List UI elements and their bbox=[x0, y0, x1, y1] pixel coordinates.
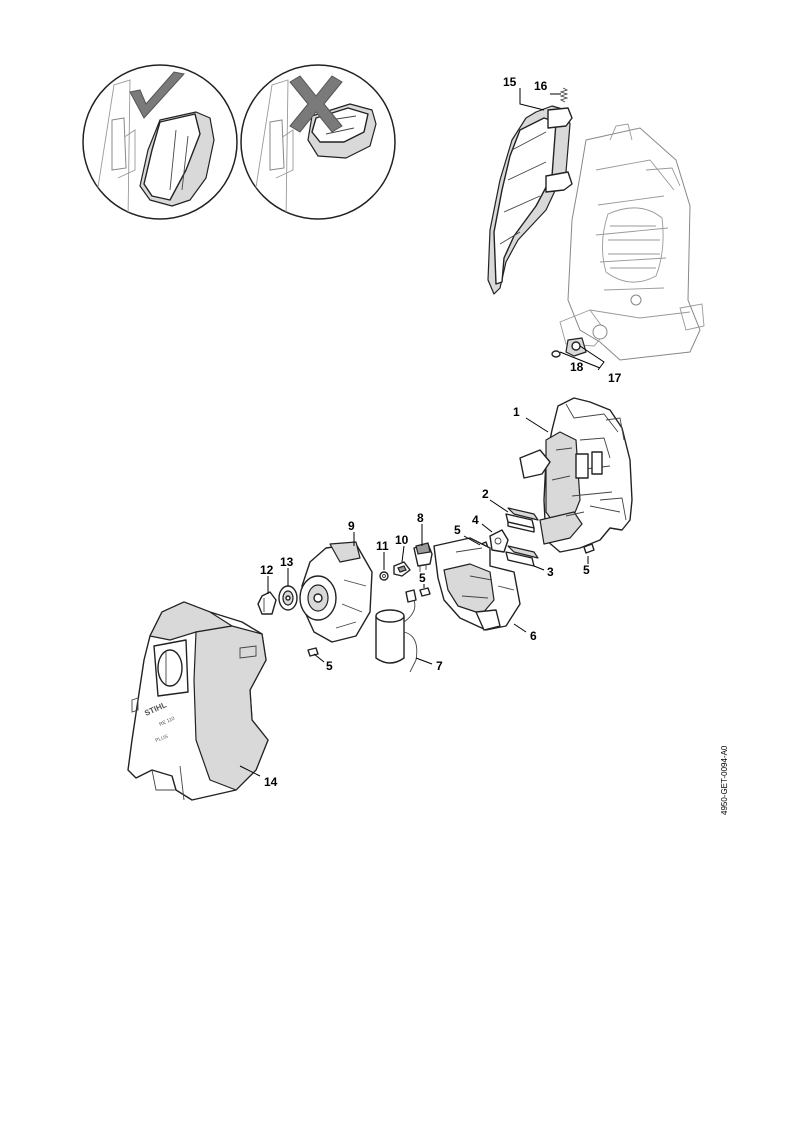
callout-3: 3 bbox=[547, 565, 554, 579]
callout-13: 13 bbox=[280, 555, 294, 569]
callout-5-b: 5 bbox=[583, 563, 590, 577]
part-3-brush bbox=[505, 545, 539, 567]
part-9-fan-cover bbox=[299, 541, 373, 643]
inset-incorrect bbox=[240, 64, 396, 220]
callout-5-c: 5 bbox=[419, 571, 426, 585]
callout-2: 2 bbox=[482, 487, 489, 501]
check-mark-icon bbox=[129, 71, 185, 119]
variant-label: PLUS bbox=[155, 734, 170, 744]
part-10-terminal bbox=[393, 561, 411, 577]
callout-1: 1 bbox=[513, 405, 520, 419]
part-7-capacitor bbox=[375, 589, 418, 673]
part-4-clip bbox=[489, 529, 509, 553]
part-13-rotary-disc bbox=[278, 585, 298, 611]
part-8-switch bbox=[413, 542, 433, 572]
callout-5-d: 5 bbox=[326, 659, 333, 673]
part-11-washer bbox=[379, 571, 389, 581]
callout-15: 15 bbox=[503, 75, 517, 89]
part-6-bracket bbox=[433, 537, 521, 631]
callout-18: 18 bbox=[570, 360, 584, 374]
part-15-handle bbox=[487, 105, 573, 295]
callout-5-a: 5 bbox=[454, 523, 461, 537]
part-5-screw-d bbox=[307, 647, 319, 657]
document-code: 4950-GET-0094-A0 bbox=[720, 745, 729, 815]
callout-8: 8 bbox=[417, 511, 424, 525]
inset-correct bbox=[82, 64, 238, 220]
part-16-spring bbox=[559, 87, 569, 103]
callout-17: 17 bbox=[608, 371, 622, 385]
callout-labels: 15 16 18 17 1 2 3 4 5 5 5 5 6 7 8 10 11 … bbox=[260, 75, 622, 789]
motor-housing-assembly bbox=[559, 123, 705, 361]
callout-16: 16 bbox=[534, 79, 548, 93]
part-14-front-cover: STIHL RE 110 PLUS bbox=[127, 601, 269, 801]
part-5-screw-b bbox=[583, 543, 595, 554]
part-1-frame bbox=[519, 397, 633, 553]
callout-6: 6 bbox=[530, 629, 537, 643]
callout-9: 9 bbox=[348, 519, 355, 533]
callout-7: 7 bbox=[436, 659, 443, 673]
callout-11: 11 bbox=[376, 539, 389, 553]
part-5-screw-c bbox=[419, 587, 431, 597]
cross-mark-icon bbox=[289, 75, 343, 133]
callout-14: 14 bbox=[264, 775, 278, 789]
leader-lines bbox=[239, 88, 605, 777]
part-12-knob bbox=[257, 591, 277, 615]
callout-10: 10 bbox=[395, 533, 409, 547]
part-17-18-connector bbox=[551, 337, 587, 358]
callout-12: 12 bbox=[260, 563, 274, 577]
callout-4: 4 bbox=[472, 513, 479, 527]
part-2-brush bbox=[505, 507, 539, 533]
